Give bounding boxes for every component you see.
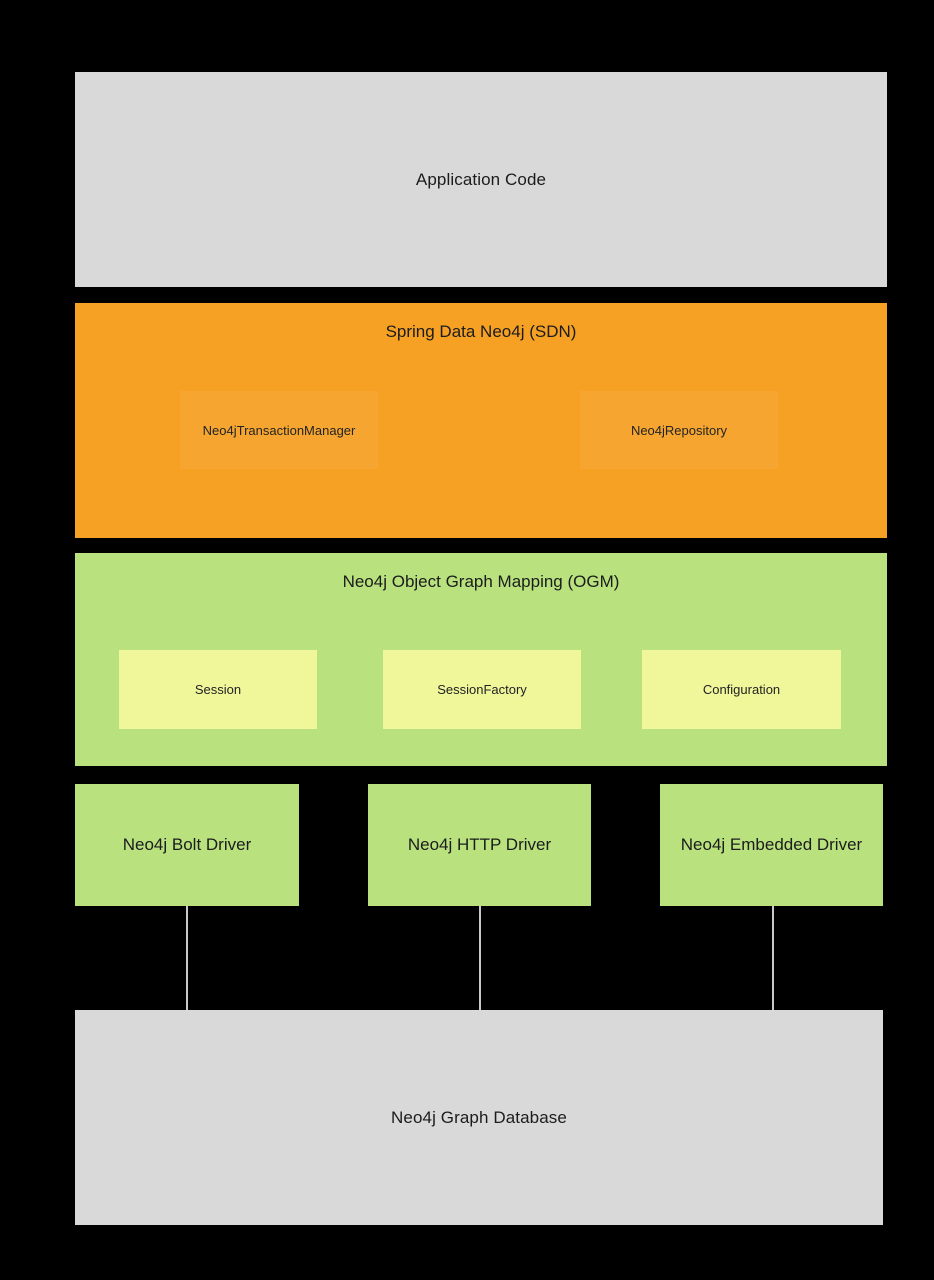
component-configuration-label: Configuration [702, 682, 781, 697]
layer-spring-data-neo4j: Spring Data Neo4j (SDN) Neo4jTransaction… [75, 303, 887, 538]
layer-neo4j-ogm: Neo4j Object Graph Mapping (OGM) Session… [75, 553, 887, 766]
component-neo4j-bolt-driver: Neo4j Bolt Driver [75, 784, 299, 906]
component-neo4j-http-driver-label: Neo4j HTTP Driver [407, 835, 552, 854]
component-neo4j-transaction-manager-label: Neo4jTransactionManager [202, 422, 356, 438]
component-session-factory-label: SessionFactory [437, 682, 527, 697]
layer-application-code-label: Application Code [415, 169, 547, 189]
layer-spring-data-neo4j-label: Spring Data Neo4j (SDN) [385, 322, 577, 341]
connector-embedded-to-database [772, 906, 774, 1010]
layer-application-code: Application Code [75, 72, 887, 287]
component-session-factory: SessionFactory [383, 650, 581, 729]
connector-bolt-to-database [186, 906, 188, 1010]
component-configuration: Configuration [642, 650, 841, 729]
component-neo4j-embedded-driver: Neo4j Embedded Driver [660, 784, 883, 906]
component-session: Session [119, 650, 317, 729]
component-neo4j-repository-label: Neo4jRepository [630, 422, 728, 438]
component-session-label: Session [194, 682, 242, 697]
layer-neo4j-ogm-label: Neo4j Object Graph Mapping (OGM) [342, 572, 620, 591]
layer-neo4j-graph-database: Neo4j Graph Database [75, 1010, 883, 1225]
connector-http-to-database [479, 906, 481, 1010]
component-neo4j-repository: Neo4jRepository [580, 391, 778, 469]
component-neo4j-transaction-manager: Neo4jTransactionManager [180, 391, 378, 469]
component-neo4j-embedded-driver-label: Neo4j Embedded Driver [680, 835, 863, 854]
component-neo4j-http-driver: Neo4j HTTP Driver [368, 784, 591, 906]
component-neo4j-bolt-driver-label: Neo4j Bolt Driver [122, 835, 252, 854]
layer-neo4j-graph-database-label: Neo4j Graph Database [391, 1107, 567, 1127]
